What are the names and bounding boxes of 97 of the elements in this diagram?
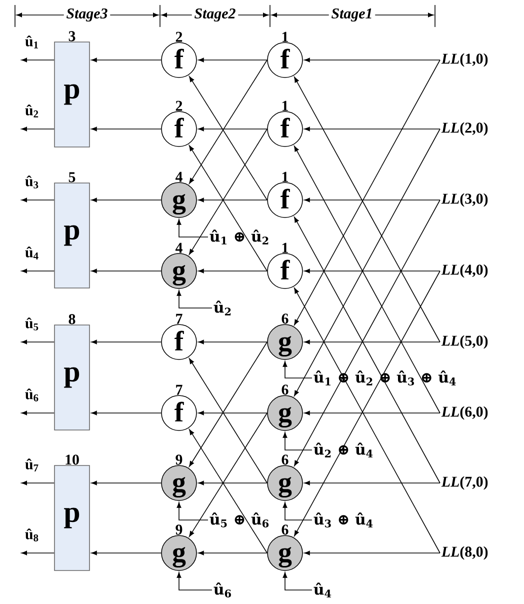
arrow [21, 410, 54, 416]
arrow [21, 126, 54, 132]
arrow [91, 480, 162, 486]
node-number: 2 [176, 100, 182, 111]
node-number: 1 [282, 100, 288, 111]
arrow [198, 410, 268, 416]
output-label: û$_{3}$ [25, 176, 38, 188]
node-number: 5 [68, 172, 76, 182]
arrow [198, 340, 268, 344]
stage-label: Stage2 [194, 8, 236, 22]
arrow [198, 126, 268, 132]
output-label: û$_{7}$ [25, 458, 38, 472]
feedback-label: û$_{3}$ ⊕ û$_{4}$ [314, 512, 373, 528]
node-number: 6 [282, 524, 288, 535]
arrow [189, 358, 268, 484]
input-label: LL(7,0) [441, 476, 488, 490]
arrow [304, 480, 440, 486]
arrow [188, 145, 268, 272]
arrow [176, 290, 212, 308]
node-number: 6 [282, 454, 288, 465]
node-number: 1 [282, 242, 288, 253]
node-number: 6 [282, 314, 288, 324]
arrow [304, 58, 440, 62]
node-number: 6 [282, 384, 288, 395]
arrow [304, 126, 440, 132]
arrow [198, 480, 268, 486]
arrow [304, 410, 440, 416]
output-label: û$_{8}$ [25, 528, 38, 542]
output-label: û$_{6}$ [25, 388, 38, 402]
processing-box: p [54, 465, 90, 571]
arrow [189, 76, 268, 200]
input-label: LL(1,0) [441, 53, 488, 67]
node-number: 7 [176, 384, 182, 395]
input-label: LL(2,0) [441, 122, 488, 136]
arrow [21, 340, 54, 344]
arrow [188, 128, 268, 255]
arrow [91, 410, 162, 416]
arrow [304, 550, 440, 556]
arrow [21, 268, 54, 274]
arrow [282, 572, 312, 590]
arrow [198, 58, 268, 62]
node-number: 8 [68, 314, 76, 324]
arrow [21, 198, 54, 202]
node-number: 7 [176, 314, 182, 324]
node-number: 9 [176, 454, 182, 465]
arrow [91, 550, 162, 556]
stage-label: Stage3 [66, 8, 108, 22]
arrow [21, 550, 54, 556]
arrow [21, 480, 54, 486]
arrow [176, 572, 212, 590]
arrow [304, 340, 440, 344]
input-label: LL(4,0) [441, 264, 488, 278]
node-number: 1 [282, 32, 288, 42]
stage-label: Stage1 [332, 8, 372, 22]
input-label: LL(8,0) [441, 546, 488, 560]
arrow [198, 268, 268, 274]
arrow [282, 432, 312, 450]
arrow [21, 58, 54, 62]
arrow [91, 126, 162, 132]
input-label: LL(5,0) [441, 335, 488, 349]
node-number: 9 [176, 524, 182, 535]
arrow [189, 60, 268, 184]
output-label: û$_{5}$ [25, 318, 38, 330]
feedback-label: û$_{1}$ ⊕ û$_{2}$ [210, 230, 268, 244]
feedback-label: û$_{6}$ [214, 582, 231, 598]
node-number: 3 [68, 31, 76, 42]
processing-box: p [54, 324, 90, 430]
arrow [189, 342, 268, 467]
node-number: 1 [282, 172, 288, 182]
node-number: 4 [175, 172, 182, 182]
input-label: LL(6,0) [441, 406, 488, 420]
output-label: û$_{2}$ [25, 104, 38, 118]
output-label: û$_{4}$ [25, 246, 38, 260]
arrow [91, 58, 162, 62]
feedback-label: û$_{4}$ [314, 582, 332, 598]
output-label: û$_{1}$ [25, 36, 38, 48]
feedback-label: û$_{2}$ [214, 300, 231, 316]
processing-box: p [54, 182, 90, 288]
arrow [282, 361, 312, 378]
input-label: LL(3,0) [441, 193, 488, 207]
arrow [304, 198, 440, 202]
arrow [304, 268, 440, 274]
node-number: 10 [66, 454, 79, 465]
arrow [189, 412, 268, 537]
node-number: 4 [175, 242, 182, 253]
arrow [198, 198, 268, 202]
arrow [91, 198, 162, 202]
arrow [176, 219, 208, 238]
arrow [282, 502, 312, 520]
node-number: 2 [176, 32, 182, 42]
arrow [91, 268, 162, 274]
arrow [176, 502, 208, 520]
feedback-label: û$_{5}$ ⊕ û$_{6}$ [210, 512, 269, 528]
arrow [91, 340, 162, 344]
processing-box: p [54, 42, 90, 148]
arrow [198, 550, 268, 556]
arrow [189, 429, 268, 554]
